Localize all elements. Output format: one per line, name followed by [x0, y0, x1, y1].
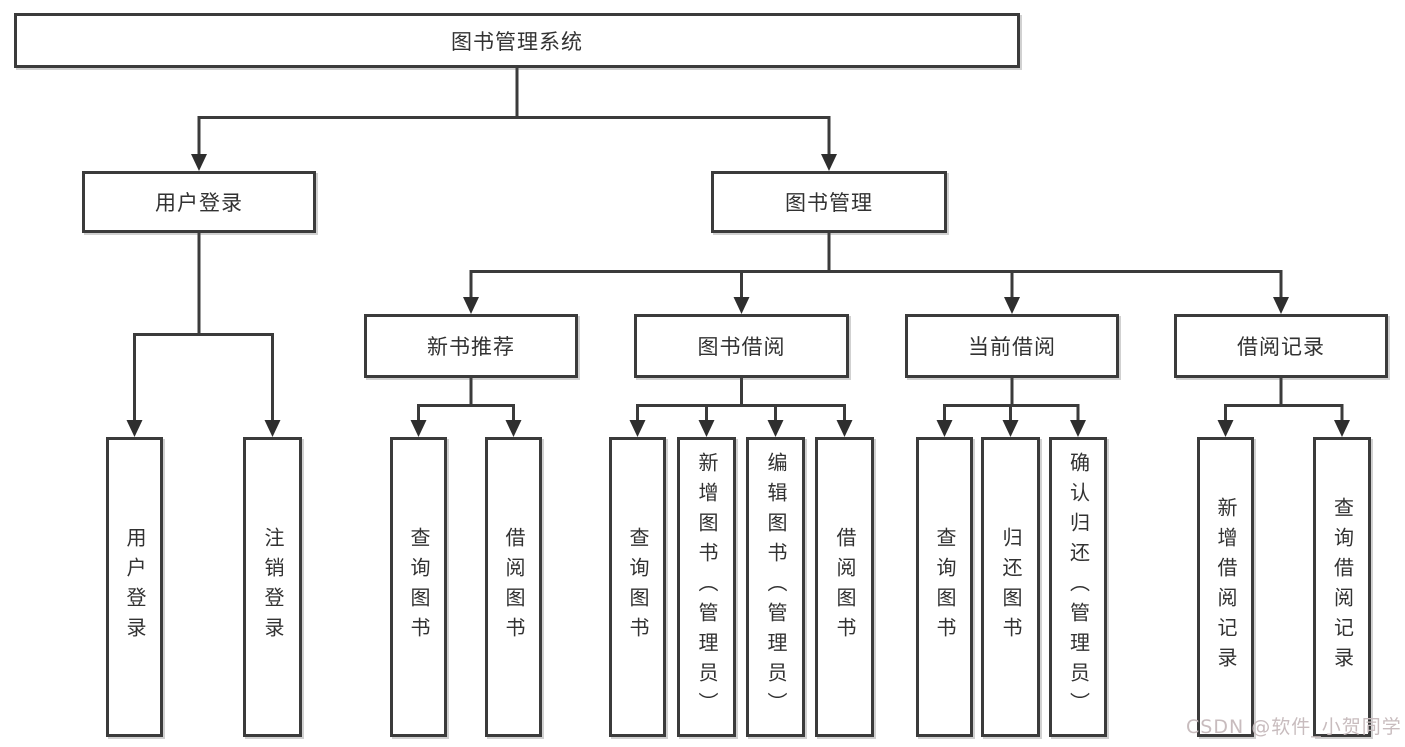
leaf-rec-query-book: 查询图书 [390, 437, 447, 737]
leaf-bb-query-book-label: 查询图书 [626, 527, 650, 647]
leaf-logout: 注销登录 [243, 437, 302, 737]
node-current-borrow-label: 当前借阅 [968, 335, 1056, 359]
leaf-br-add-record: 新增借阅记录 [1197, 437, 1254, 737]
leaf-rec-borrow-book-label: 借阅图书 [502, 527, 526, 647]
csdn-watermark: CSDN @软件_小贺同学 [1186, 716, 1402, 738]
node-new-book-recommend-label: 新书推荐 [427, 335, 515, 359]
leaf-cb-query-book: 查询图书 [916, 437, 973, 737]
leaf-br-query-record-label: 查询借阅记录 [1330, 497, 1355, 677]
node-borrow-records: 借阅记录 [1174, 314, 1388, 378]
leaf-br-query-record: 查询借阅记录 [1313, 437, 1371, 737]
node-user-login-label: 用户登录 [155, 191, 243, 215]
node-user-login: 用户登录 [82, 171, 316, 233]
leaf-rec-query-book-label: 查询图书 [407, 527, 431, 647]
arrowheads [126, 154, 1350, 437]
leaf-logout-label: 注销登录 [261, 527, 285, 647]
leaf-rec-borrow-book: 借阅图书 [485, 437, 542, 737]
leaf-bb-edit-book-admin-label: 编辑图书（管理员） [764, 452, 788, 722]
node-new-book-recommend: 新书推荐 [364, 314, 578, 378]
leaf-bb-query-book: 查询图书 [609, 437, 666, 737]
leaf-bb-edit-book-admin: 编辑图书（管理员） [746, 437, 805, 737]
leaf-bb-add-book-admin-label: 新增图书（管理员） [695, 452, 719, 722]
node-book-management: 图书管理 [711, 171, 947, 233]
node-book-borrow-label: 图书借阅 [697, 335, 786, 359]
leaf-bb-borrow-book-label: 借阅图书 [833, 527, 857, 647]
node-library-system-label: 图书管理系统 [451, 29, 583, 54]
leaf-br-add-record-label: 新增借阅记录 [1214, 497, 1238, 677]
leaf-cb-query-book-label: 查询图书 [933, 527, 957, 647]
leaf-cb-return-book: 归还图书 [981, 437, 1040, 737]
node-borrow-records-label: 借阅记录 [1237, 335, 1325, 359]
leaf-user-login: 用户登录 [106, 437, 163, 737]
node-library-system: 图书管理系统 [14, 13, 1020, 68]
node-current-borrow: 当前借阅 [905, 314, 1119, 378]
node-book-borrow: 图书借阅 [634, 314, 849, 378]
leaf-bb-add-book-admin: 新增图书（管理员） [677, 437, 736, 737]
leaf-bb-borrow-book: 借阅图书 [815, 437, 874, 737]
leaf-cb-return-book-label: 归还图书 [999, 527, 1023, 647]
leaf-user-login-label: 用户登录 [123, 527, 147, 647]
leaf-cb-confirm-return-admin: 确认归还（管理员） [1049, 437, 1107, 737]
leaf-cb-confirm-return-admin-label: 确认归还（管理员） [1066, 452, 1091, 722]
node-book-management-label: 图书管理 [785, 191, 873, 215]
